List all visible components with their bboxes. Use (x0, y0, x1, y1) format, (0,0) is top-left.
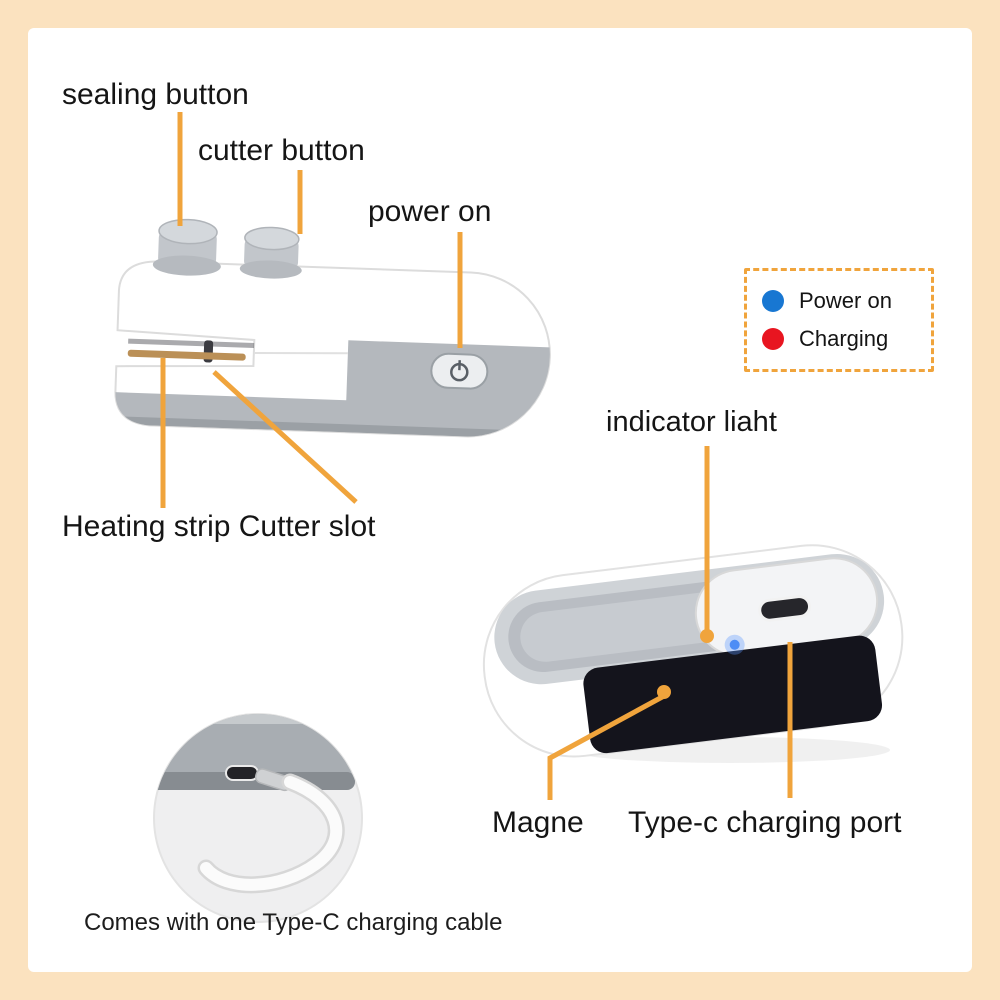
heating-strip-cutter-slot-label: Heating strip Cutter slot (62, 510, 376, 543)
sealer-side-view-illustration (114, 218, 553, 440)
jaw-shadow (128, 338, 255, 348)
cutter-button-top (244, 226, 300, 251)
indicator-light-label: indicator liaht (606, 406, 777, 438)
sealing-button-label: sealing button (62, 78, 249, 111)
leader-lines (160, 112, 793, 800)
power-on-dot (762, 290, 784, 312)
power-on-label: power on (368, 195, 492, 228)
leader-cutter-slot (212, 370, 358, 504)
inset-port (225, 765, 259, 781)
type-c-port-label: Type-c charging port (628, 806, 902, 839)
sealer-top-view-illustration (482, 544, 904, 758)
leader-dot-indicator (700, 629, 714, 643)
sealing-button-top (158, 218, 218, 245)
inset-cable (200, 776, 343, 891)
charging-dot-icon (762, 328, 784, 350)
cutter-button-label: cutter button (198, 134, 365, 167)
leader-dot-magnet (657, 685, 671, 699)
sealing-button-base (152, 255, 221, 276)
cable-note: Comes with one Type-C charging cable (84, 909, 503, 936)
legend-power-on-row: Power on (761, 288, 917, 314)
led-legend: Power on Charging (744, 268, 934, 372)
leader-magnet (547, 693, 666, 800)
usbc-cable-photo-inset (153, 713, 363, 923)
charging-dot (762, 328, 784, 350)
magnet-label: Magne (492, 806, 584, 839)
indicator-led (729, 639, 740, 650)
legend-charging-label: Charging (799, 326, 889, 351)
legend-power-on-label: Power on (799, 288, 892, 313)
heating-strip-part (127, 349, 246, 361)
magnet-panel-part (583, 635, 883, 754)
cutter-button-base (239, 260, 302, 279)
legend-charging-row: Charging (761, 326, 917, 352)
type-c-port-part (758, 595, 812, 622)
power-button-part (430, 352, 489, 390)
jaw-seam (253, 351, 348, 355)
power-on-dot-icon (762, 290, 784, 312)
inset-device-highlight (154, 714, 355, 724)
